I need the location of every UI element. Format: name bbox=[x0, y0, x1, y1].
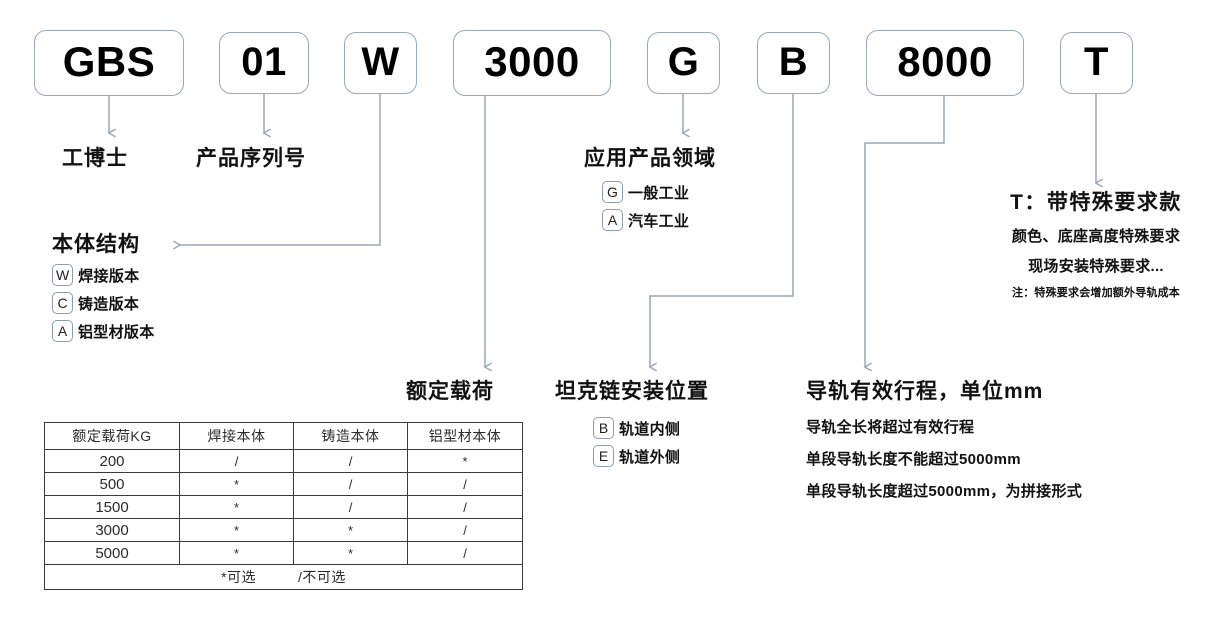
code-box-gbs[interactable]: GBS bbox=[34, 30, 184, 96]
code-box-label: W bbox=[361, 40, 400, 84]
option-desc: 轨道外侧 bbox=[619, 448, 681, 466]
option-desc: 铝型材版本 bbox=[78, 323, 155, 341]
table-cell-welded: * bbox=[179, 472, 294, 496]
code-box-label: 01 bbox=[241, 40, 287, 84]
brand-label: 工博士 bbox=[62, 147, 128, 170]
code-box-w[interactable]: W bbox=[344, 32, 417, 94]
rail-travel-line-2: 单段导轨长度不能超过5000mm bbox=[806, 451, 1021, 468]
code-box-b[interactable]: B bbox=[757, 32, 830, 94]
code-box-t[interactable]: T bbox=[1060, 32, 1133, 94]
table-cell-cast: / bbox=[293, 495, 408, 519]
table-cell-cast: / bbox=[293, 449, 408, 473]
rail-travel-title: 导轨有效行程，单位mm bbox=[806, 380, 1044, 403]
code-chip-a: A bbox=[52, 320, 73, 342]
table-header-cell: 额定载荷KG bbox=[44, 422, 180, 450]
table-cell-welded: / bbox=[179, 449, 294, 473]
code-box-label: 8000 bbox=[897, 38, 993, 85]
code-box-label: T bbox=[1084, 40, 1109, 84]
code-chip-a-auto: A bbox=[602, 209, 623, 231]
table-cell-aluminum: / bbox=[407, 495, 523, 519]
code-chip-b: B bbox=[593, 417, 614, 439]
code-box-label: 3000 bbox=[484, 38, 580, 85]
table-legend-cell: *可选 /不可选 bbox=[44, 564, 523, 590]
code-box-label: GBS bbox=[62, 38, 156, 85]
special-requirement-line-2: 现场安装特殊要求... bbox=[1028, 258, 1164, 275]
table-cell-aluminum: / bbox=[407, 541, 523, 565]
table-cell-cast: * bbox=[293, 541, 408, 565]
rated-load-title: 额定载荷 bbox=[406, 380, 494, 403]
table-row: 3000 * * / bbox=[44, 518, 523, 542]
legend-available: *可选 bbox=[221, 569, 257, 585]
body-structure-option-c: C 铸造版本 bbox=[52, 292, 155, 314]
serial-label: 产品序列号 bbox=[196, 147, 306, 170]
body-structure-option-a: A 铝型材版本 bbox=[52, 320, 155, 342]
table-cell-welded: * bbox=[179, 495, 294, 519]
rail-travel-line-3: 单段导轨长度超过5000mm，为拼接形式 bbox=[806, 483, 1083, 500]
body-structure-option-w: W 焊接版本 bbox=[52, 264, 155, 286]
application-field-option-a: A 汽车工业 bbox=[602, 209, 716, 231]
special-requirement-title: T：带特殊要求款 bbox=[1010, 191, 1182, 214]
option-desc: 轨道内侧 bbox=[619, 420, 681, 438]
table-cell-welded: * bbox=[179, 518, 294, 542]
code-chip-w: W bbox=[52, 264, 74, 286]
table-header-row: 额定载荷KG 焊接本体 铸造本体 铝型材本体 bbox=[44, 422, 523, 450]
table-header-cell: 铝型材本体 bbox=[407, 422, 523, 450]
special-requirement-note: 注：特殊要求会增加额外导轨成本 bbox=[1012, 287, 1180, 299]
code-box-label: G bbox=[667, 40, 700, 84]
table-header-cell: 铸造本体 bbox=[293, 422, 408, 450]
table-cell-aluminum: / bbox=[407, 518, 523, 542]
code-chip-c: C bbox=[52, 292, 73, 314]
table-cell-load: 500 bbox=[44, 472, 180, 496]
rail-travel-line-1: 导轨全长将超过有效行程 bbox=[806, 419, 975, 436]
table-cell-load: 1500 bbox=[44, 495, 180, 519]
tank-chain-option-b: B 轨道内侧 bbox=[593, 417, 709, 439]
legend-unavailable: /不可选 bbox=[298, 569, 346, 585]
tank-chain-option-e: E 轨道外侧 bbox=[593, 445, 709, 467]
code-box-3000[interactable]: 3000 bbox=[453, 30, 611, 96]
code-box-8000[interactable]: 8000 bbox=[866, 30, 1024, 96]
table-cell-load: 200 bbox=[44, 449, 180, 473]
table-footer-row: *可选 /不可选 bbox=[44, 564, 523, 590]
option-desc: 焊接版本 bbox=[78, 267, 140, 285]
application-field-title: 应用产品领域 bbox=[584, 147, 716, 170]
tank-chain-title: 坦克链安装位置 bbox=[555, 380, 709, 403]
code-chip-e: E bbox=[593, 445, 614, 467]
application-field-option-g: G 一般工业 bbox=[602, 181, 716, 203]
code-box-label: B bbox=[778, 40, 809, 84]
table-cell-aluminum: / bbox=[407, 472, 523, 496]
table-row: 200 / / * bbox=[44, 449, 523, 473]
table-row: 5000 * * / bbox=[44, 541, 523, 565]
code-box-01[interactable]: 01 bbox=[219, 32, 309, 94]
table-header-cell: 焊接本体 bbox=[179, 422, 294, 450]
rated-load-table: 额定载荷KG 焊接本体 铸造本体 铝型材本体 200 / / * 500 * /… bbox=[44, 422, 523, 590]
table-row: 500 * / / bbox=[44, 472, 523, 496]
table-cell-aluminum: * bbox=[407, 449, 523, 473]
option-desc: 汽车工业 bbox=[628, 212, 690, 230]
code-chip-g: G bbox=[602, 181, 623, 203]
code-box-g[interactable]: G bbox=[647, 32, 720, 94]
table-cell-welded: * bbox=[179, 541, 294, 565]
body-structure-title: 本体结构 bbox=[52, 233, 140, 256]
body-structure-block: 本体结构 W 焊接版本 C 铸造版本 A 铝型材版本 bbox=[52, 228, 155, 342]
option-desc: 铸造版本 bbox=[78, 295, 140, 313]
tank-chain-block: 坦克链安装位置 B 轨道内侧 E 轨道外侧 bbox=[555, 375, 709, 467]
special-requirement-block: T：带特殊要求款 颜色、底座高度特殊要求 现场安装特殊要求... 注：特殊要求会… bbox=[926, 186, 1219, 300]
special-requirement-line-1: 颜色、底座高度特殊要求 bbox=[1011, 228, 1181, 245]
table-cell-cast: * bbox=[293, 518, 408, 542]
table-row: 1500 * / / bbox=[44, 495, 523, 519]
application-field-block: 应用产品领域 G 一般工业 A 汽车工业 bbox=[584, 142, 716, 231]
table-cell-load: 5000 bbox=[44, 541, 180, 565]
option-desc: 一般工业 bbox=[628, 184, 690, 202]
table-cell-cast: / bbox=[293, 472, 408, 496]
rail-travel-block: 导轨有效行程，单位mm 导轨全长将超过有效行程 单段导轨长度不能超过5000mm… bbox=[806, 375, 1082, 501]
table-cell-load: 3000 bbox=[44, 518, 180, 542]
